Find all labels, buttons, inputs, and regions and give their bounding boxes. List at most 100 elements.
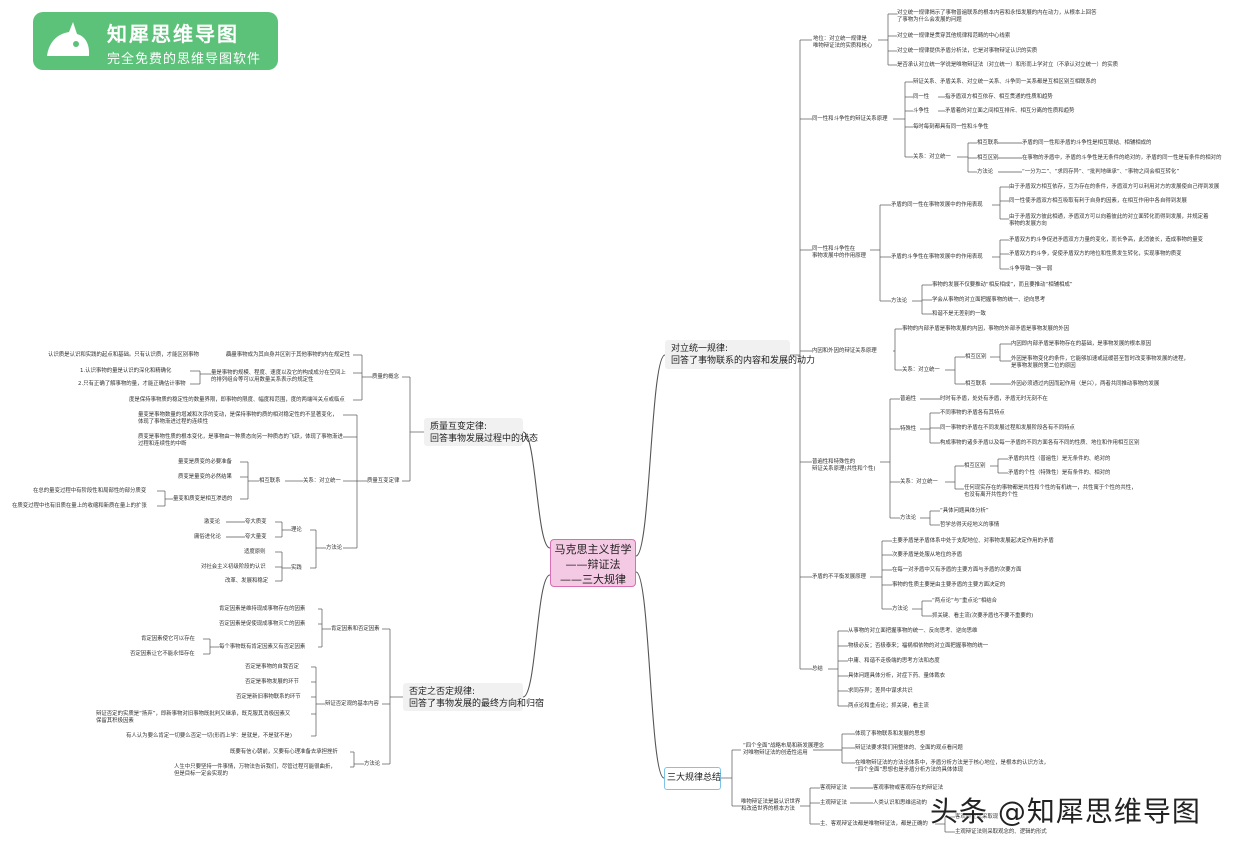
node-c-pos-2[interactable]: 对立统一规律是贯穿其他规律和范畴的中心线索 <box>897 33 1010 40</box>
node-s-2a1[interactable]: 客观事物或客观存在的辩证法 <box>873 785 943 792</box>
node-c-uni-2[interactable]: 特殊性 <box>900 426 916 433</box>
node-c-id-5a[interactable]: 相互联系 <box>977 140 999 147</box>
node-c-io-1[interactable]: 事物的内部矛盾是事物发展的内因，事物的外部矛盾是事物发展的外因 <box>902 326 1069 333</box>
node-c-role-1a[interactable]: 由于矛盾双方相互依存，互为存在的条件，矛盾双方可以利用对方的发展使自己得到发展 <box>1009 184 1219 191</box>
node-q-rel-4b1[interactable]: 适度原则 <box>244 549 266 556</box>
node-c-sum-1[interactable]: 从事物的对立面把握事物的统一、反向思考、逆向思维 <box>848 628 977 635</box>
node-q-rel-3a2[interactable]: 质变是量变的必然结果 <box>178 474 232 481</box>
node-c-role-1[interactable]: 矛盾的同一性在事物发展中的作用表现 <box>891 202 983 209</box>
node-c-id[interactable]: 同一性和斗争性的辩证关系原理 <box>812 116 887 123</box>
node-c-role-2b[interactable]: 矛盾双方的斗争，促使矛盾双方的地位和性质发生转化，实现事物的质变 <box>1009 251 1182 258</box>
node-q-rel[interactable]: 质量互变定律 <box>367 478 399 485</box>
node-c-pos-3[interactable]: 对立统一规律提供矛盾分析法，它是对事物辩证认识的实质 <box>897 48 1037 55</box>
node-c-une-1[interactable]: 主要矛盾是矛盾体系中处于支配地位、对事物发展起决定作用的矛盾 <box>892 538 1054 545</box>
node-c-uni-2a[interactable]: 不同事物的矛盾各有其特点 <box>940 410 1005 417</box>
node-c-sum-4[interactable]: 具体问题具体分析，对症下药、量体裁衣 <box>848 673 945 680</box>
node-q-con[interactable]: 质量的概念 <box>372 374 399 381</box>
node-c-id-5c1[interactable]: “一分为二”、“求同存异”、“批判地继承”、“事物之间会相互转化” <box>1022 169 1179 176</box>
node-c-id-5b1[interactable]: 在事物的矛盾中，矛盾的斗争性是无条件的绝对的，矛盾的同一性是有条件的相对的 <box>1022 155 1221 162</box>
node-c-sum-2[interactable]: 物极必反；否极泰来；福祸相依物的对立面把握事物的统一 <box>848 643 988 650</box>
node-c-role-1c[interactable]: 由于矛盾双方彼此相通，矛盾双方可以向着彼此的对立面转化而得到发展，并规定着事物的… <box>1009 214 1208 228</box>
node-c-uni-3a2[interactable]: 矛盾的个性（特殊性）是有条件的、相对的 <box>1008 470 1110 477</box>
node-c-id-5a1[interactable]: 矛盾的同一性和矛盾的斗争性是相互联结、相辅相成的 <box>1022 140 1151 147</box>
node-s-2c1[interactable]: 客观辩证法采取现 <box>955 814 998 821</box>
node-c-role-3b[interactable]: 学会从事物的对立面把握事物的统一、逆向思考 <box>932 297 1045 304</box>
node-c-io-2a1[interactable]: 内因即内部矛盾是事物存在的基础，是事物发展的根本原因 <box>1011 341 1151 348</box>
node-c-id-3a[interactable]: 斗争性 <box>913 108 929 115</box>
node-c-role[interactable]: 同一性和斗争性在事物发展中的作用原理 <box>812 246 866 260</box>
node-c-pos-1[interactable]: 对立统一规律揭示了事物普遍联系的根本内容和永恒发展的内在动力，从根本上回答了事物… <box>897 10 1096 24</box>
central-topic[interactable]: 马克思主义哲学 ——辩证法 ——三大规律 <box>550 539 636 587</box>
node-c-id-3b[interactable]: 矛盾着的对立面之间相互排斥、相互分离的性质和趋势 <box>945 108 1074 115</box>
node-c-une-5b[interactable]: 抓关键、看主流(次要矛盾也不要不重要的) <box>932 613 1033 620</box>
node-c-uni-3a1[interactable]: 矛盾的共性（普遍性）是无条件的、绝对的 <box>1008 456 1110 463</box>
node-q-rel-4b3[interactable]: 改革、发展和稳定 <box>225 578 268 585</box>
node-q-rel-4b[interactable]: 实践 <box>291 565 302 572</box>
node-n-b-2[interactable]: 否定是事物发展的环节 <box>245 679 299 686</box>
node-q-rel-3[interactable]: 关系：对立统一 <box>303 478 341 485</box>
node-c-pos-4[interactable]: 是否承认对立统一学说是唯物辩证法（对立统一）和形而上学对立（不承认对立统一）的实… <box>897 62 1118 69</box>
node-c-une[interactable]: 矛盾的不平衡发展原理 <box>812 574 866 581</box>
node-q-rel-3a3[interactable]: 量变和质变是相互渗透的 <box>173 496 232 503</box>
node-c-une-2[interactable]: 次要矛盾是处服从地位的矛盾 <box>892 552 962 559</box>
node-c-une-5a[interactable]: “两点论”与“重点论”相结合 <box>932 598 997 605</box>
node-q-rel-3a[interactable]: 相互联系 <box>259 478 281 485</box>
node-n-f-3l2[interactable]: 否定因素让它不能永恒存在 <box>130 651 195 658</box>
node-n-b-1[interactable]: 否定是事物的自我否定 <box>245 664 299 671</box>
node-s-2a[interactable]: 客观辩证法 <box>820 785 847 792</box>
node-q-rel-1[interactable]: 量变是事物数量的增减和次序的变动，是保持事物的质的相对稳定性的不显著变化，体现了… <box>138 412 337 426</box>
node-c-io-2a[interactable]: 相互区别 <box>965 354 987 361</box>
node-q-rel-3a1[interactable]: 量变是质变的必要准备 <box>178 459 232 466</box>
node-q-rel-3a3l1[interactable]: 在总的量变过程中有阶段性和局部性的部分质变 <box>33 488 146 495</box>
node-q-rel-4a2[interactable]: 庸俗进化论 <box>194 534 221 541</box>
node-c-uni-2c[interactable]: 构成事物的诸多矛盾以及每一矛盾的不同方面各有不同的性质、地位和作用相互区别 <box>940 440 1139 447</box>
node-n-b-3[interactable]: 否定是新旧事物联系的环节 <box>236 694 301 701</box>
node-s-2c[interactable]: 主、客观辩证法都是唯物辩证法，都是正确的 <box>820 821 928 828</box>
node-c-id-5b[interactable]: 相互区别 <box>977 155 999 162</box>
node-c-role-3c[interactable]: 和谐不是无差别的一致 <box>932 311 986 318</box>
node-c-uni-4[interactable]: 方法论 <box>900 515 916 522</box>
node-q-con-1[interactable]: 质量事物成为其自身并区别于其他事物的内在规定性 <box>226 352 350 359</box>
node-s-1a[interactable]: 体现了事物联系和发展的思想 <box>855 731 925 738</box>
node-s-1[interactable]: “四个全面”战略布局和新发展理念对唯物辩证法的创造性运用 <box>743 743 824 757</box>
node-s-1b[interactable]: 辩证法要求我们用整体的、全面的观点看问题 <box>855 745 963 752</box>
node-c-id-2a[interactable]: 同一性 <box>913 94 929 101</box>
node-n-b-5[interactable]: 有人认为要么肯定一切要么否定一切(形而上学：是就是，不是就不是) <box>126 733 292 740</box>
node-c-id-4[interactable]: 每时每刻都具有同一性和斗争性 <box>913 124 988 131</box>
node-c-id-5[interactable]: 关系：对立统一 <box>913 154 951 161</box>
node-c-sum[interactable]: 总结 <box>812 666 823 673</box>
node-c-io[interactable]: 内因和外因的辩证关系原理 <box>812 348 877 355</box>
node-c-uni-2b[interactable]: 同一事物的矛盾在不同发展过程和发展阶段各有不同特点 <box>940 425 1075 432</box>
node-c-pos[interactable]: 地位：对立统一规律是唯物辩证法的实质和核心 <box>813 36 872 50</box>
node-c-role-3[interactable]: 方法论 <box>891 298 907 305</box>
node-q-rel-2[interactable]: 质变是事物性质的根本变化，是事物由一种质态向另一种质态的飞跃，体现了事物渐进过程… <box>138 434 343 448</box>
node-n-f-2[interactable]: 否定因素是促使现成事物灭亡的因素 <box>219 621 305 628</box>
node-c-une-4[interactable]: 事物的性质主要是由主要矛盾的主要方面决定的 <box>892 582 1005 589</box>
node-s-1c[interactable]: 在唯物辩证法的方法论体系中，矛盾分析方法是于核心地位，是根本的认识方法，“四个全… <box>855 760 1049 774</box>
node-n-f-1[interactable]: 肯定因素是维持现成事物存在的因素 <box>219 606 305 613</box>
node-s-2b[interactable]: 主观辩证法 <box>820 800 847 807</box>
node-s-2c2[interactable]: 主观辩证法则采取观念的、逻辑的形式 <box>955 829 1047 836</box>
node-c-io-2[interactable]: 关系：对立统一 <box>902 367 940 374</box>
node-q-rel-4a1r[interactable]: 夸大质变 <box>245 519 267 526</box>
node-c-role-2c[interactable]: 斗争导致一强一弱 <box>1009 266 1052 273</box>
branch-quality-law[interactable]: 质量互变定律: 回答事物发展过程中的状态 <box>424 418 538 446</box>
node-q-rel-4[interactable]: 方法论 <box>326 545 342 552</box>
node-c-io-2a2[interactable]: 外因是事物变化的条件，它能够加速或延缓甚至暂时改变事物发展的进程，是事物发展的第… <box>1011 356 1189 370</box>
node-c-uni-3a[interactable]: 相互区别 <box>964 463 986 470</box>
node-c-id-2b[interactable]: 指矛盾双方相互依存、相互贯通的性质和趋势 <box>945 94 1053 101</box>
node-c-sum-3[interactable]: 中庸、和谐不走极端的思考方法和态度 <box>848 658 940 665</box>
node-q-rel-4a2r[interactable]: 夸大量变 <box>245 534 267 541</box>
node-n-b-4[interactable]: 辩证否定的实质是“扬弃”，即新事物对旧事物既批判又继承，既克服其消极因素又保留其… <box>96 711 290 725</box>
node-c-uni-1a[interactable]: 普遍性 <box>900 396 916 403</box>
branch-contradiction-law[interactable]: 对立统一规律: 回答了事物联系的内容和发展的动力 <box>665 340 815 369</box>
node-n-m-1[interactable]: 既要有信心朝前，又要有心理准备去承担挫折 <box>230 749 338 756</box>
node-c-uni-3[interactable]: 关系：对立统一 <box>900 479 938 486</box>
node-c-role-2a[interactable]: 矛盾双方的斗争促进矛盾双方力量的变化，而长争高，此消彼长，造成事物的量变 <box>1009 237 1203 244</box>
node-q-rel-4b2[interactable]: 对社会主义初级阶段的认识 <box>201 564 266 571</box>
branch-negation-law[interactable]: 否定之否定规律: 回答了事物发展的最终方向和归宿 <box>403 683 544 711</box>
node-q-con-1l[interactable]: 认识质是认识和实践的起点和基础。只有认识质，才能区别事物 <box>48 352 199 359</box>
node-n-f-3l1[interactable]: 肯定因素使它可以存在 <box>141 636 195 643</box>
node-c-role-1b[interactable]: 同一性使矛盾双方相互吸取有利于自身的因素，在相互作用中各自得到发展 <box>1009 198 1187 205</box>
node-s-2b1[interactable]: 人类认识和思维运动的 <box>873 800 927 807</box>
